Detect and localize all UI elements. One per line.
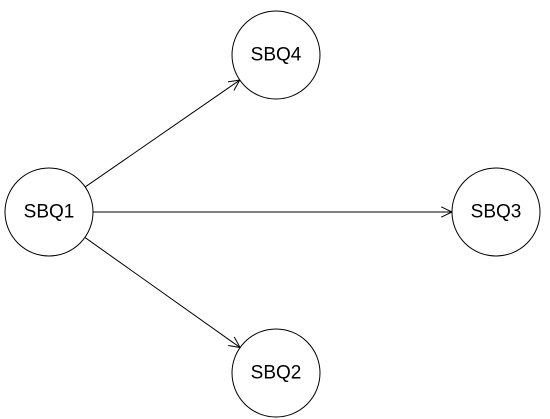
node-sbq3: SBQ3: [451, 167, 541, 257]
edge-sbq1-to-sbq2: [84, 237, 242, 349]
edge-line: [84, 79, 241, 188]
node-label: SBQ2: [251, 363, 302, 384]
node-sbq4: SBQ4: [231, 10, 321, 100]
node-label: SBQ3: [471, 202, 522, 223]
edges-layer: [84, 79, 454, 349]
node-sbq1: SBQ1: [4, 167, 94, 257]
node-circle: [231, 10, 321, 100]
edge-line: [84, 237, 241, 348]
edge-sbq1-to-sbq4: [84, 79, 241, 188]
node-label: SBQ1: [24, 202, 75, 223]
node-circle: [231, 328, 321, 418]
node-circle: [4, 167, 94, 257]
node-label: SBQ4: [251, 45, 302, 66]
node-circle: [451, 167, 541, 257]
edge-sbq1-to-sbq3: [93, 206, 454, 218]
node-sbq2: SBQ2: [231, 328, 321, 418]
